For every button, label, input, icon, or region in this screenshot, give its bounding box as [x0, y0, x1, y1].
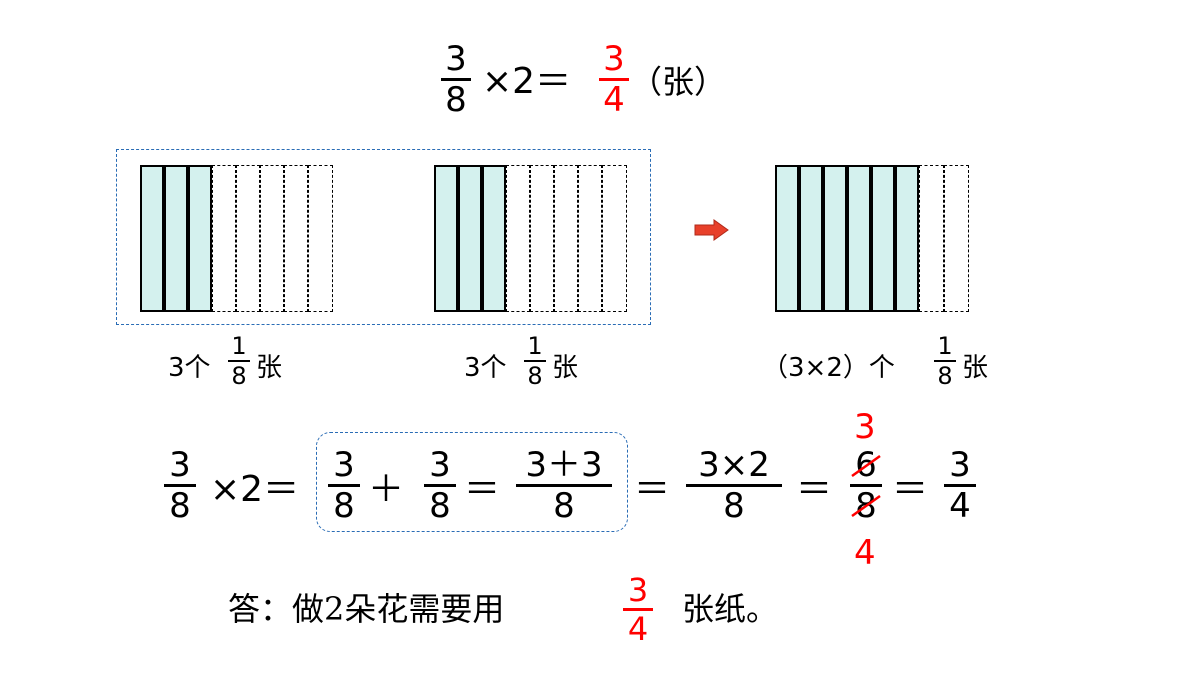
caption-1-post: 张 — [256, 353, 283, 383]
strip-empty — [554, 165, 578, 312]
strip-empty — [236, 165, 260, 312]
strip-empty — [506, 165, 530, 312]
strip-empty — [602, 165, 627, 312]
strip-empty — [212, 165, 236, 312]
denominator: 4 — [627, 610, 649, 648]
answer-suffix: 张纸。 — [682, 590, 779, 628]
denominator: 8 — [231, 362, 247, 390]
numerator: 1 — [937, 332, 953, 360]
strip-filled — [188, 165, 212, 312]
caption-2-post: 张 — [552, 353, 579, 383]
strip-filled — [823, 165, 847, 312]
caption-3-pre: （3×2）个 — [762, 353, 895, 383]
denominator: 8 — [169, 486, 191, 526]
eq-equals-3: ＝ — [796, 469, 833, 510]
right-arrow-icon — [694, 219, 729, 241]
combined-papers-outline — [116, 149, 651, 325]
strip-empty — [260, 165, 284, 312]
paper-1 — [140, 165, 333, 312]
eq-addend-1: 3 8 — [324, 448, 364, 523]
numerator: 3 — [603, 39, 625, 79]
strip-filled — [164, 165, 188, 312]
eq-fraction-3-8: 3 8 — [160, 448, 200, 523]
denominator: 4 — [603, 80, 625, 120]
eq-sum-fraction: 3＋3 8 — [512, 448, 616, 523]
caption-2-pre: 3个 — [464, 353, 507, 383]
caption-1-fraction: 1 8 — [226, 334, 252, 388]
eq-times-two: ×2＝ — [210, 469, 300, 510]
top-fraction-3-8: 3 8 — [438, 42, 474, 117]
denominator: 8 — [527, 362, 543, 390]
strip-filled — [895, 165, 919, 312]
numerator: 3＋3 — [525, 445, 603, 485]
eq-equals-4: ＝ — [892, 469, 929, 510]
eq-product-fraction: 3×2 8 — [682, 448, 786, 523]
eq-equals-1: ＝ — [464, 469, 501, 510]
eq-addend-2: 3 8 — [420, 448, 460, 523]
paper-3 — [775, 165, 969, 312]
denominator: 8 — [429, 486, 451, 526]
addition-highlight-box — [316, 432, 628, 532]
denominator: 8 — [333, 486, 355, 526]
eq-unreduced-fraction: 6 8 — [846, 448, 886, 523]
numerator: 1 — [231, 332, 247, 360]
top-times-two: ×2＝ — [482, 61, 572, 102]
strip-empty — [308, 165, 333, 312]
eq-plus: ＋ — [368, 469, 405, 510]
caption-3-post: 张 — [962, 353, 989, 383]
denominator: 4 — [949, 486, 971, 526]
strip-filled — [847, 165, 871, 312]
strip-empty — [578, 165, 602, 312]
numerator: 1 — [527, 332, 543, 360]
reduced-numerator: 3 — [854, 407, 876, 447]
strip-filled — [482, 165, 506, 312]
strip-empty — [530, 165, 554, 312]
numerator: 3 — [627, 571, 649, 609]
answer-prefix: 答：做2朵花需要用 — [228, 590, 505, 628]
caption-2-fraction: 1 8 — [522, 334, 548, 388]
numerator: 3×2 — [698, 445, 770, 485]
strip-filled — [140, 165, 164, 312]
strip-filled — [434, 165, 458, 312]
numerator: 3 — [333, 445, 355, 485]
numerator: 3 — [169, 445, 191, 485]
denominator: 8 — [937, 362, 953, 390]
paper-2 — [434, 165, 627, 312]
strip-empty — [944, 165, 969, 312]
denominator: 8 — [553, 486, 575, 526]
answer-fraction: 3 4 — [618, 574, 658, 645]
top-unit: （张） — [630, 63, 727, 101]
top-result-fraction: 3 4 — [596, 42, 632, 117]
strip-filled — [799, 165, 823, 312]
strike-marks — [851, 454, 881, 518]
numerator: 3 — [949, 445, 971, 485]
numerator: 3 — [429, 445, 451, 485]
strip-empty — [284, 165, 308, 312]
strip-filled — [775, 165, 799, 312]
denominator: 8 — [723, 486, 745, 526]
caption-3-fraction: 1 8 — [932, 334, 958, 388]
caption-1-pre: 3个 — [168, 353, 211, 383]
strip-filled — [458, 165, 482, 312]
reduced-denominator: 4 — [854, 533, 876, 573]
numerator: 3 — [445, 39, 467, 79]
eq-equals-2: ＝ — [634, 469, 671, 510]
strip-filled — [871, 165, 895, 312]
strip-empty — [919, 165, 944, 312]
eq-final-fraction: 3 4 — [940, 448, 980, 523]
denominator: 8 — [445, 80, 467, 120]
